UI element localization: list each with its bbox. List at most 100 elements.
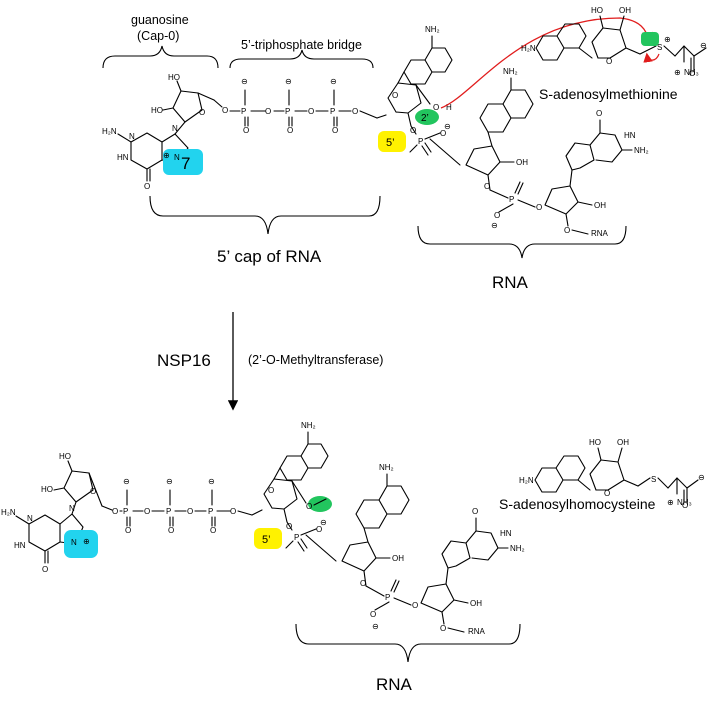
- bridge-o-top-1: O: [265, 107, 271, 116]
- rna-label-bottom: RNA: [376, 675, 413, 694]
- phosphate-o5-bottom: O: [370, 610, 376, 619]
- bridge-o-top-2: O: [308, 107, 314, 116]
- phosphate-minus-top-2: ⊖: [285, 77, 292, 86]
- five-prime-label-top: 5’: [386, 137, 395, 149]
- phosphate-p3-bottom: P: [208, 507, 213, 516]
- five-prime-highlight-bottom: [254, 528, 282, 549]
- guanine-o-bottom: O: [42, 565, 48, 574]
- adenine-nh2-top-1: NH₂: [425, 25, 440, 34]
- n7-atom-bottom: N: [71, 538, 77, 547]
- sam-ho-1: HO: [591, 6, 603, 15]
- sam-nh3: NH₃: [684, 68, 699, 77]
- sah-o-ring: O: [604, 489, 610, 498]
- ribose-o-bottom-3: O: [440, 624, 446, 633]
- linking-o-1-top: O: [410, 126, 416, 135]
- guanine-nh-top-3: HN: [624, 131, 636, 140]
- two-prime-highlight: [415, 109, 439, 125]
- sah-molecule: [534, 447, 699, 502]
- phosphate-o5-top: O: [494, 211, 500, 220]
- ribose-5o-top: O: [222, 106, 228, 115]
- sam-nh3-plus: ⊕: [674, 68, 681, 77]
- product-cap1-rna: ⊕ N H₂N HN N N O HO HO O O: [1, 421, 705, 694]
- bridge-o-bottom-1: O: [144, 507, 150, 516]
- guanine-hn-bottom: HN: [14, 541, 26, 550]
- phosphate-minus-bottom-3: ⊖: [208, 477, 215, 486]
- sah-oh-2: OH: [617, 438, 629, 447]
- phosphate-o4-top: O: [440, 129, 446, 138]
- phosphodiester-1-bottom: [285, 521, 337, 562]
- phosphate-p5-top: P: [509, 195, 514, 204]
- phosphate-p1-top: P: [241, 107, 246, 116]
- phosphodiester-1-top: [409, 125, 461, 166]
- adenosine-1-top: [376, 35, 453, 127]
- rna-label-top: RNA: [492, 273, 529, 292]
- phosphodiester-2-top: [489, 181, 536, 213]
- ribose-oh-bottom-3: OH: [470, 599, 482, 608]
- methyl-highlight-sam: [641, 32, 659, 46]
- rna-brace-bottom: [295, 623, 521, 663]
- enzyme-activity-label: (2’-O-Methyltransferase): [248, 353, 383, 367]
- phosphodiester-2-bottom: [365, 579, 412, 611]
- n7-highlight: [163, 149, 203, 175]
- two-prime-o-top: O: [433, 103, 439, 112]
- sah-nh3: NH₃: [677, 498, 692, 507]
- phosphate-o-bottom-3: O: [210, 526, 216, 535]
- guanine-o-top: O: [144, 182, 150, 191]
- cap-label: 5’ cap of RNA: [217, 247, 322, 266]
- phosphate-minus-4-bottom: ⊖: [320, 518, 327, 527]
- two-prime-h-top: H: [446, 103, 452, 112]
- guanine-nh2-top: H₂N: [102, 127, 117, 136]
- bridge-o-top-3: O: [352, 107, 358, 116]
- bridge-o-bottom-2: O: [187, 507, 193, 516]
- guanosine-3-bottom: [420, 517, 509, 625]
- linking-o-2-bottom: O: [360, 579, 366, 588]
- five-prime-highlight-top: [378, 131, 406, 152]
- phosphate-p5-bottom: P: [385, 593, 390, 602]
- adenosine-2-top: [465, 77, 534, 191]
- sam-o-ring: O: [606, 57, 612, 66]
- rna-brace-top: [417, 225, 627, 259]
- phosphate-p4-top: P: [418, 137, 423, 146]
- phosphate-minus-bottom-1: ⊖: [123, 477, 130, 486]
- phosphate-o-top-3: O: [332, 126, 338, 135]
- phosphate-minus-4-top: ⊖: [444, 122, 451, 131]
- phosphate-p1-bottom: P: [123, 507, 128, 516]
- guanosine-label: guanosine: [131, 13, 189, 27]
- ribose-oh-top-3: OH: [594, 201, 606, 210]
- ribose-o-top: O: [199, 108, 205, 117]
- reaction-arrow-group: NSP16 (2’-O-Methyltransferase): [157, 312, 383, 411]
- guanine-nh2-bottom-3: NH₂: [510, 544, 525, 553]
- sam-label: S-adenosylmethionine: [539, 86, 678, 102]
- guanosine-3-top: [544, 119, 633, 227]
- adenosine-2-bottom: [341, 473, 410, 587]
- phosphate-o-top-2: O: [287, 126, 293, 135]
- ribose-oh-top-2: OH: [516, 158, 528, 167]
- phosphate-minus-5-top: ⊖: [491, 221, 498, 230]
- guanine-nh2-bottom: H₂N: [1, 508, 16, 517]
- guanine-o-bottom-3: O: [472, 507, 478, 516]
- adenine-nh2-top-2: NH₂: [503, 67, 518, 76]
- guanine-n-top: N: [129, 132, 135, 141]
- enzyme-label: NSP16: [157, 351, 211, 370]
- sam-oh-2: OH: [619, 6, 631, 15]
- n7-atom: N: [174, 153, 180, 162]
- rna-continuation-top: RNA: [591, 229, 609, 238]
- sah-s: S: [651, 475, 656, 484]
- triphosphate-bridge-brace: [229, 49, 374, 69]
- n-plus-charge: ⊕: [163, 151, 170, 160]
- rna-continuation-bond-bottom: [447, 627, 465, 633]
- linking-o-2-top: O: [484, 182, 490, 191]
- methyl-highlight-product: [308, 496, 332, 512]
- phosphate-p2-bottom: P: [166, 507, 171, 516]
- two-prime-methyl-bond: [313, 498, 327, 506]
- n-plus-charge-bottom: ⊕: [83, 537, 90, 546]
- guanosine-ribose-bottom: [53, 460, 113, 511]
- five-prime-label-bottom: 5’: [262, 534, 271, 546]
- phosphate-p4-bottom: P: [294, 533, 299, 542]
- rna-continuation-bond-top: [571, 229, 589, 235]
- guanine-n9-top: N: [172, 124, 178, 133]
- sah-carbonyl-o: O: [682, 501, 688, 510]
- phosphate-minus-bottom-2: ⊖: [166, 477, 173, 486]
- ribose-o-1-bottom: O: [268, 486, 274, 495]
